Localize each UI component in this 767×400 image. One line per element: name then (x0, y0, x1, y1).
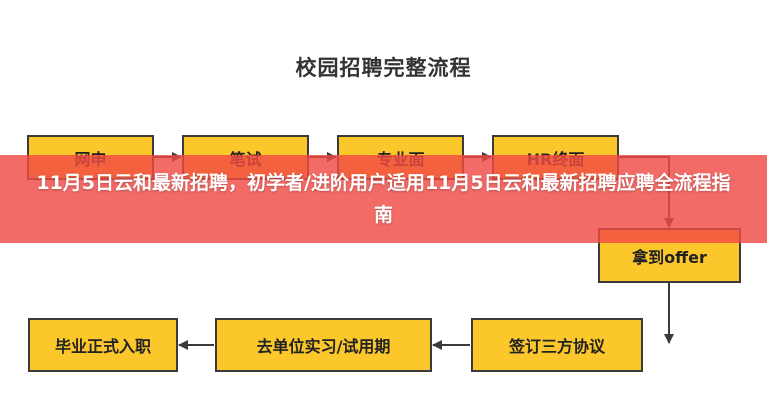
step-sign-contract: 签订三方协议 (471, 318, 643, 372)
headline-banner: 11月5日云和最新招聘，初学者/进阶用户适用11月5日云和最新招聘应聘全流程指南 (0, 155, 767, 243)
headline-text: 11月5日云和最新招聘，初学者/进阶用户适用11月5日云和最新招聘应聘全流程指南 (36, 172, 731, 226)
step-internship: 去单位实习/试用期 (215, 318, 432, 372)
step-onboarding: 毕业正式入职 (28, 318, 178, 372)
diagram-title: 校园招聘完整流程 (295, 56, 472, 80)
